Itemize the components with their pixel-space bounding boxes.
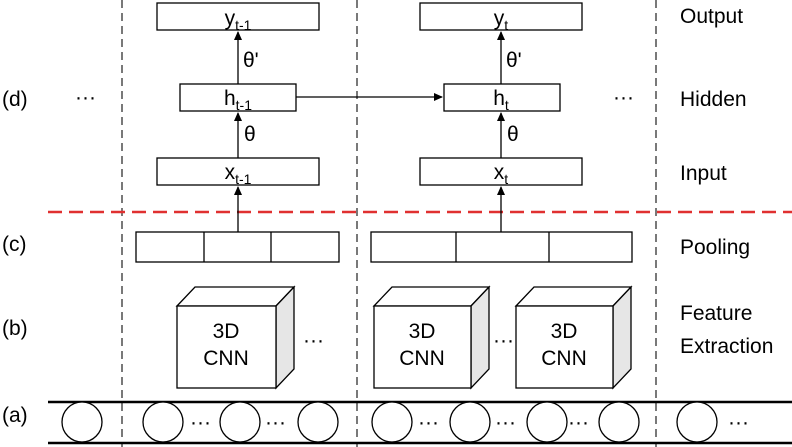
cnn-label-cur-a-line2: CNN xyxy=(399,347,445,370)
frame-circle xyxy=(598,401,640,443)
ellipsis-frames-3: ··· xyxy=(418,411,439,434)
cnn-label-cur-b-line2: CNN xyxy=(541,347,587,370)
cnn-label-prev-line2: CNN xyxy=(203,347,249,370)
weight-theta-prime-prev: θ' xyxy=(243,49,259,72)
output-node-cur-label: yt xyxy=(494,7,509,33)
cnn-label-cur-b-line1: 3D xyxy=(551,320,578,343)
frame-circle xyxy=(61,401,103,443)
weight-theta-prime-cur: θ' xyxy=(506,49,522,72)
frame-circle xyxy=(219,401,261,443)
cnn-label-prev-line1: 3D xyxy=(213,320,240,343)
cnn-label-cur-a-line1: 3D xyxy=(409,320,436,343)
input-node-cur-label: xt xyxy=(494,161,509,187)
cnn-cube-cur-b xyxy=(514,285,633,390)
layer-input-label: Input xyxy=(680,162,727,185)
layer-pooling-label: Pooling xyxy=(680,236,750,259)
hidden-node-cur xyxy=(443,83,561,112)
cnn-cube-prev xyxy=(175,285,296,390)
layer-feature-label: Feature xyxy=(680,302,752,325)
input-node-prev-label: xt-1 xyxy=(225,161,252,187)
frame-circle xyxy=(142,401,184,443)
row-label-d: (d) xyxy=(2,88,28,111)
ellipsis-cnn-cur: ··· xyxy=(493,329,514,352)
row-label-b: (b) xyxy=(2,317,28,340)
ellipsis-frames-5: ··· xyxy=(568,411,589,434)
output-node-prev xyxy=(156,2,320,31)
frame-circle xyxy=(297,401,339,443)
hidden-node-prev-label: ht-1 xyxy=(224,87,252,113)
frame-circle xyxy=(371,401,413,443)
ellipsis-cnn-prev: ··· xyxy=(303,329,324,352)
output-node-cur xyxy=(419,2,583,31)
hidden-node-cur-label: ht xyxy=(493,87,509,113)
input-node-prev xyxy=(156,157,320,186)
pooling-bar-cur xyxy=(370,231,633,263)
row-label-c: (c) xyxy=(2,233,27,256)
cnn-cube-cur-a xyxy=(372,285,491,390)
ellipsis-frames-6: ··· xyxy=(728,411,749,434)
layer-hidden-label: Hidden xyxy=(680,88,747,111)
ellipsis-frames-4: ··· xyxy=(495,411,516,434)
output-node-prev-label: yt-1 xyxy=(225,7,252,33)
ellipsis-right-hidden: ··· xyxy=(613,86,634,109)
frame-circle xyxy=(676,401,718,443)
layer-extraction-label: Extraction xyxy=(680,335,773,358)
pooling-bar-prev xyxy=(135,231,340,263)
ellipsis-frames-2: ··· xyxy=(265,411,286,434)
weight-theta-prev: θ xyxy=(244,123,256,146)
row-label-a: (a) xyxy=(2,404,28,427)
input-node-cur xyxy=(419,157,583,186)
ellipsis-left-hidden: ··· xyxy=(75,86,96,109)
weight-theta-cur: θ xyxy=(507,123,519,146)
frame-circle xyxy=(526,401,568,443)
layer-output-label: Output xyxy=(680,5,743,28)
frame-circle xyxy=(449,401,491,443)
ellipsis-frames-1: ··· xyxy=(190,411,211,434)
